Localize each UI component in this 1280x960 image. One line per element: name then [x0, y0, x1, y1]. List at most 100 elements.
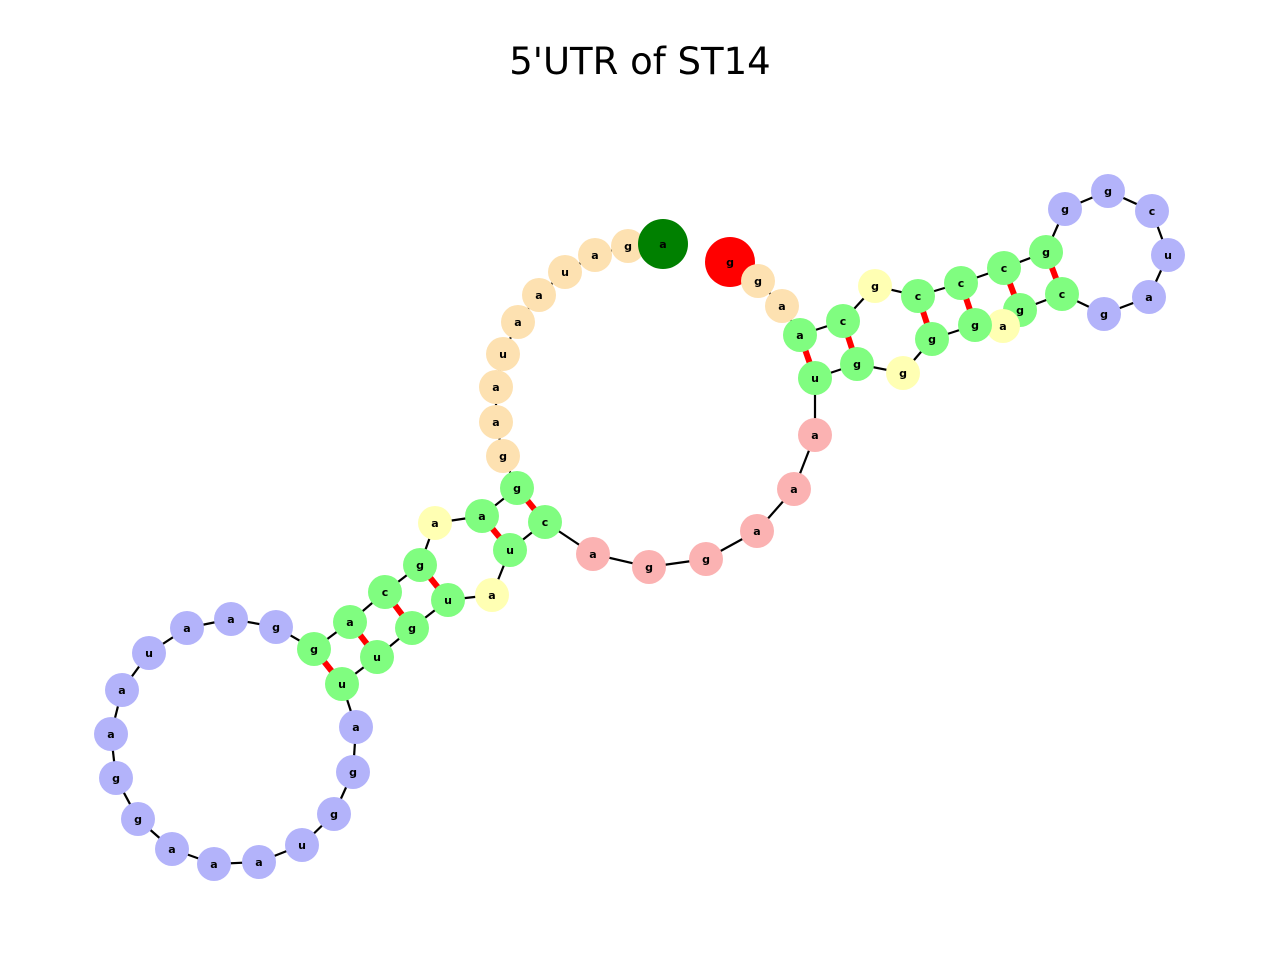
nucleotide-label: g	[499, 450, 507, 463]
nucleotide-label: g	[1104, 185, 1112, 198]
nucleotide-node: g	[486, 439, 520, 473]
nucleotide-circle	[360, 640, 394, 674]
nucleotide-label: c	[915, 290, 922, 303]
nucleotide-label: g	[112, 772, 120, 785]
nucleotide-label: a	[352, 721, 359, 734]
nucleotide-label: a	[227, 613, 234, 626]
nucleotide-label: a	[107, 728, 114, 741]
nucleotide-circle	[740, 514, 774, 548]
nucleotide-label: g	[1061, 203, 1069, 216]
nucleotide-circle	[242, 845, 276, 879]
nucleotide-circle	[958, 308, 992, 342]
nucleotide-label: g	[624, 240, 632, 253]
nucleotide-node: g	[632, 550, 666, 584]
nucleotide-label: g	[899, 367, 907, 380]
nucleotide-label: a	[492, 416, 499, 429]
nucleotide-label: c	[382, 586, 389, 599]
nucleotide-circle	[121, 802, 155, 836]
nucleotide-circle	[325, 667, 359, 701]
nucleotide-node: a	[94, 717, 128, 751]
nucleotide-label: a	[659, 238, 666, 251]
nucleotide-node: a	[155, 832, 189, 866]
nucleotide-circle	[576, 537, 610, 571]
nucleotide-label: a	[514, 316, 521, 329]
nucleotide-node: g	[611, 229, 645, 263]
nucleotide-circle	[798, 418, 832, 452]
nucleotide-node: a	[798, 418, 832, 452]
nucleotide-node: a	[783, 318, 817, 352]
nucleotide-circle	[1132, 280, 1166, 314]
nucleotide-label: g	[726, 256, 734, 269]
nucleotide-node: a	[333, 605, 367, 639]
nucleotide-node: g	[840, 347, 874, 381]
nucleotide-node: a	[576, 537, 610, 571]
nucleotide-circle	[94, 717, 128, 751]
nucleotide-node: a	[765, 289, 799, 323]
nucleotide-node: g	[336, 755, 370, 789]
nucleotide-label: a	[999, 320, 1006, 333]
nucleotide-label: a	[753, 525, 760, 538]
nucleotide-node: a	[522, 278, 556, 312]
nucleotide-node: a	[986, 309, 1020, 343]
nucleotide-label: a	[168, 843, 175, 856]
nucleotide-circle	[368, 575, 402, 609]
nucleotide-node: g	[1048, 192, 1082, 226]
nucleotide-node: g	[858, 269, 892, 303]
nucleotide-label: u	[561, 266, 569, 279]
nucleotide-circle	[611, 229, 645, 263]
nucleotide-circle	[99, 761, 133, 795]
nucleotide-circle	[840, 347, 874, 381]
nucleotide-circle	[886, 356, 920, 390]
nucleotide-label: g	[272, 621, 280, 634]
nucleotide-label: a	[210, 858, 217, 871]
nucleotide-label: a	[346, 616, 353, 629]
nucleotide-node: u	[1151, 238, 1185, 272]
nucleotide-node: a	[465, 499, 499, 533]
nucleotide-circle	[689, 542, 723, 576]
nucleotide-label: g	[349, 766, 357, 779]
nucleotide-label: a	[431, 517, 438, 530]
nucleotide-layer: ggaacgcccgggcuagcgagggguaaaggacuauguuagg…	[94, 174, 1185, 881]
nucleotide-node: u	[493, 533, 527, 567]
nucleotide-label: u	[811, 372, 819, 385]
nucleotide-node: a	[418, 506, 452, 540]
nucleotide-label: g	[1100, 308, 1108, 321]
nucleotide-label: a	[796, 329, 803, 342]
nucleotide-label: g	[645, 561, 653, 574]
nucleotide-node: g	[500, 471, 534, 505]
nucleotide-node: a	[578, 238, 612, 272]
backbone-layer	[109, 189, 1170, 866]
nucleotide-label: u	[444, 594, 452, 607]
nucleotide-node: c	[987, 251, 1021, 285]
nucleotide-label: c	[1149, 205, 1156, 218]
nucleotide-circle	[395, 611, 429, 645]
nucleotide-node: c	[1135, 194, 1169, 228]
nucleotide-node: g	[1091, 174, 1125, 208]
nucleotide-circle	[741, 264, 775, 298]
nucleotide-label: g	[871, 280, 879, 293]
nucleotide-label: u	[499, 348, 507, 361]
nucleotide-node: g	[915, 322, 949, 356]
nucleotide-node: a	[339, 710, 373, 744]
nucleotide-label: g	[408, 622, 416, 635]
nucleotide-node: a	[242, 845, 276, 879]
nucleotide-node: a	[1132, 280, 1166, 314]
nucleotide-circle	[777, 472, 811, 506]
nucleotide-circle	[155, 832, 189, 866]
nucleotide-label: g	[513, 482, 521, 495]
nucleotide-circle	[632, 550, 666, 584]
nucleotide-node: g	[99, 761, 133, 795]
nucleotide-node: g	[317, 797, 351, 831]
nucleotide-circle	[986, 309, 1020, 343]
nucleotide-circle	[403, 548, 437, 582]
nucleotide-label: u	[373, 651, 381, 664]
nucleotide-label: a	[118, 684, 125, 697]
nucleotide-circle	[105, 673, 139, 707]
nucleotide-node: g	[395, 611, 429, 645]
nucleotide-circle	[493, 533, 527, 567]
nucleotide-label: a	[488, 589, 495, 602]
nucleotide-label: c	[542, 516, 549, 529]
nucleotide-circle	[475, 578, 509, 612]
nucleotide-label: g	[1042, 246, 1050, 259]
